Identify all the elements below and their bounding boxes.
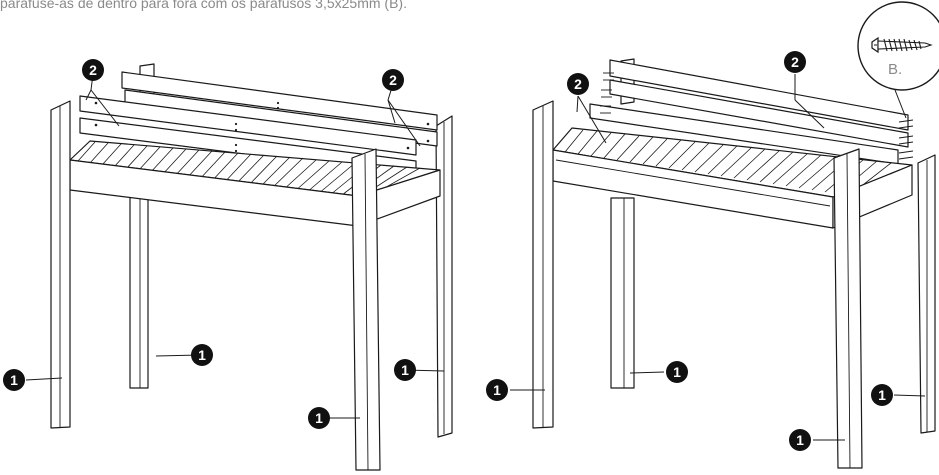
svg-text:1: 1: [10, 372, 18, 388]
rail-second-r: [609, 79, 909, 148]
screw-icon: [871, 36, 933, 54]
left-leg-callouts: [25, 354, 445, 419]
rail-top: [121, 71, 438, 131]
left-assembly-figure: [25, 63, 453, 471]
front-right-leg-r: [833, 148, 863, 469]
front-left-leg: [50, 100, 71, 429]
floor-slats-r: [564, 129, 892, 196]
svg-text:1: 1: [796, 432, 804, 448]
callout-badge-leg: 1: [3, 369, 25, 391]
rail-screws: [600, 72, 914, 160]
right-rail-callouts: [576, 74, 825, 144]
svg-text:1: 1: [878, 387, 886, 403]
callout-badge-leg: 1: [191, 344, 213, 366]
back-left-leg-r: [610, 197, 635, 389]
callout-badge-leg: 1: [666, 361, 688, 383]
left-rail-callouts: [85, 73, 421, 147]
svg-text:2: 2: [389, 72, 397, 88]
instruction-caption: parafuse-as de dentro para fora com os p…: [0, 0, 407, 11]
back-left-leg: [129, 195, 149, 389]
callout-badge-rail: 2: [784, 51, 806, 73]
svg-text:1: 1: [673, 364, 681, 380]
back-right-leg-r: [917, 154, 936, 434]
rail-top-r: [609, 59, 909, 131]
svg-text:2: 2: [791, 54, 799, 70]
callout-badge-leg: 1: [308, 407, 330, 429]
screw-label: B.: [888, 61, 902, 78]
callout-badge-leg: 1: [789, 429, 811, 451]
svg-text:1: 1: [401, 362, 409, 378]
callout-badge-leg: 1: [394, 359, 416, 381]
callout-badge-leg: 1: [486, 379, 508, 401]
callout-badge-rail: 2: [567, 73, 589, 95]
svg-text:1: 1: [198, 347, 206, 363]
svg-text:1: 1: [493, 382, 501, 398]
screw-detail-inset: B.: [857, 1, 939, 119]
front-right-leg: [351, 148, 381, 471]
callout-badge-rail: 2: [382, 69, 404, 91]
right-leg-callouts: [510, 371, 926, 441]
callout-badge-rail: 2: [82, 59, 104, 81]
rail-screw-holes: [94, 101, 430, 170]
svg-text:2: 2: [574, 76, 582, 92]
right-assembly-figure: [510, 58, 936, 469]
svg-text:1: 1: [315, 410, 323, 426]
callout-badge-leg: 1: [871, 384, 893, 406]
rail-third: [79, 95, 417, 156]
svg-text:2: 2: [89, 62, 97, 78]
